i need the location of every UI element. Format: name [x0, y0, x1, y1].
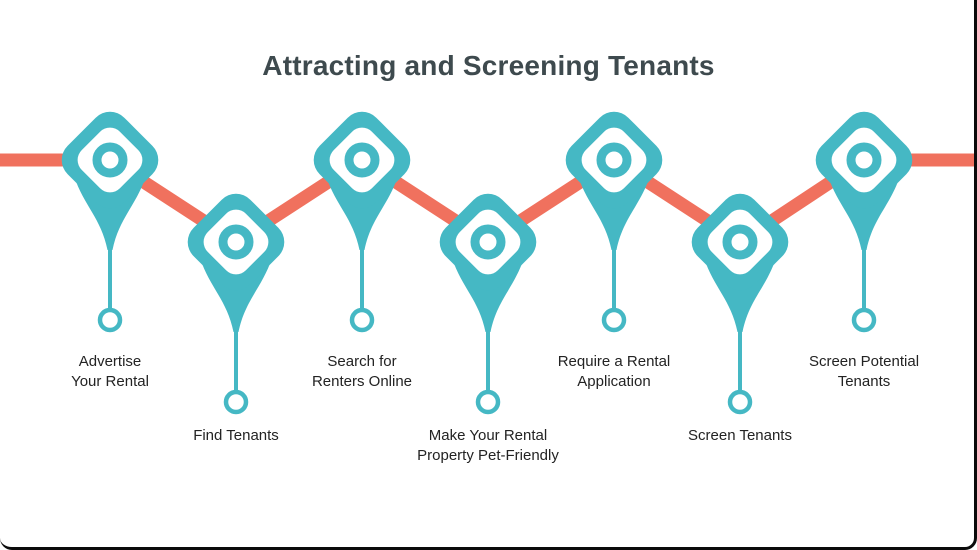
node-center-ring-icon: [218, 224, 254, 260]
node-stem-end-circle: [851, 307, 877, 333]
node-center-ring-icon: [470, 224, 506, 260]
node-label-advertise-your-rental: Advertise Your Rental: [0, 352, 220, 392]
node-label-screen-potential-tenants: Screen Potential Tenants: [754, 352, 974, 392]
node-center-ring-icon: [92, 142, 128, 178]
label-line: Make Your Rental: [428, 427, 548, 444]
node-stem-end-circle: [727, 389, 753, 415]
label-line: Find Tenants: [193, 427, 279, 444]
label-line: Application: [577, 373, 651, 390]
node-label-make-rental-pet-friendly: Make Your Rental Property Pet-Friendly: [378, 426, 598, 466]
label-line: Search for: [327, 353, 397, 370]
node-center-ring-icon: [846, 142, 882, 178]
label-line: Require a Rental: [557, 353, 671, 370]
label-line: Screen Tenants: [688, 427, 792, 444]
label-line: Advertise: [78, 353, 142, 370]
node-label-screen-tenants: Screen Tenants: [630, 426, 850, 446]
label-line: Your Rental: [71, 373, 149, 390]
node-stem-end-circle: [475, 389, 501, 415]
label-line: Property Pet-Friendly: [417, 447, 559, 464]
node-label-require-rental-application: Require a Rental Application: [504, 352, 724, 392]
node-label-find-tenants: Find Tenants: [126, 426, 346, 446]
node-stem-end-circle: [601, 307, 627, 333]
label-line: Screen Potential: [808, 353, 920, 370]
node-center-ring-icon: [344, 142, 380, 178]
node-label-search-for-renters-online: Search for Renters Online: [252, 352, 472, 392]
label-line: Tenants: [837, 373, 891, 390]
label-line: Renters Online: [311, 373, 413, 390]
node-stem-end-circle: [349, 307, 375, 333]
node-stem-end-circle: [97, 307, 123, 333]
node-center-ring-icon: [722, 224, 758, 260]
node-stem-end-circle: [223, 389, 249, 415]
page-title: Attracting and Screening Tenants: [262, 50, 715, 81]
node-center-ring-icon: [596, 142, 632, 178]
